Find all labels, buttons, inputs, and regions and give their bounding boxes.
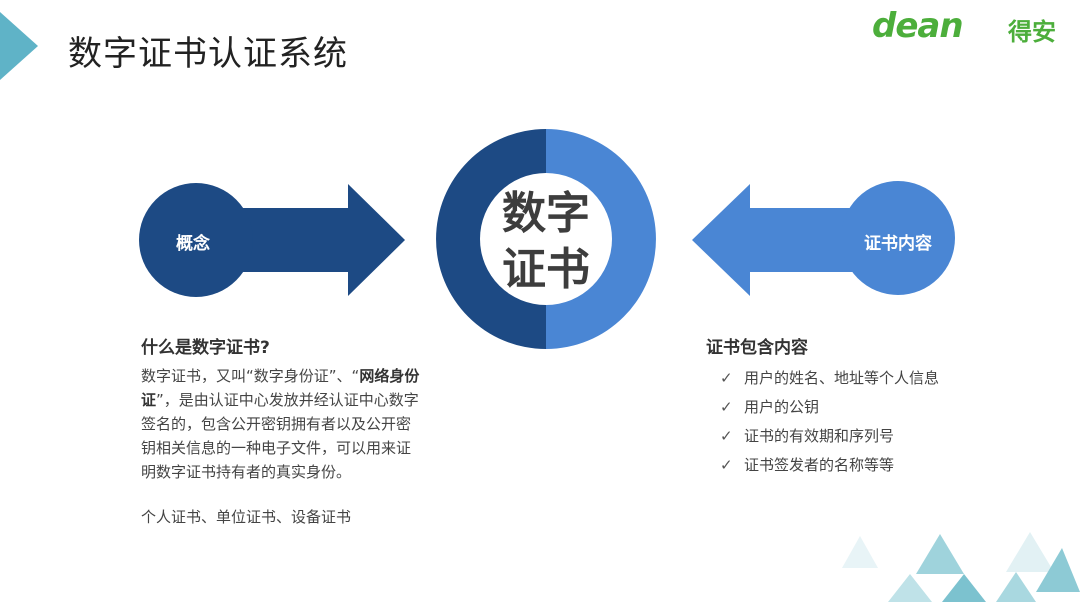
slide-title: 数字证书认证系统 bbox=[68, 34, 348, 74]
logo-text-en: dean bbox=[872, 6, 964, 46]
content-heading: 证书包含内容 bbox=[706, 338, 808, 358]
right-content-arrow bbox=[692, 181, 955, 296]
list-item: ✓ 证书的有效期和序列号 bbox=[720, 424, 939, 453]
center-ring bbox=[436, 129, 656, 349]
left-concept-arrow bbox=[139, 183, 405, 297]
list-item-text: 用户的公钥 bbox=[744, 398, 820, 416]
concept-bubble-label: 概念 bbox=[176, 234, 210, 254]
content-bubble-label: 证书内容 bbox=[864, 234, 932, 254]
definition-bold-term: 网络身份证 bbox=[141, 367, 420, 409]
center-line-2: 证书 bbox=[502, 244, 590, 295]
list-item-text: 证书签发者的名称等等 bbox=[744, 456, 895, 474]
corner-triangle-accent bbox=[0, 12, 38, 80]
check-icon: ✓ bbox=[720, 369, 733, 387]
list-item-text: 用户的姓名、地址等个人信息 bbox=[744, 369, 940, 387]
what-is-heading: 什么是数字证书? bbox=[141, 338, 270, 358]
check-icon: ✓ bbox=[720, 398, 733, 416]
center-line-1: 数字 bbox=[502, 188, 590, 239]
center-ring-label: 数字 证书 bbox=[490, 186, 602, 298]
check-icon: ✓ bbox=[720, 456, 733, 474]
check-icon: ✓ bbox=[720, 427, 733, 445]
list-item: ✓ 用户的姓名、地址等个人信息 bbox=[720, 366, 939, 395]
list-item: ✓ 用户的公钥 bbox=[720, 395, 939, 424]
logo-text-cn: 得安 bbox=[1008, 18, 1056, 46]
definition-text-b: ”，是由认证中心发放并经认证中心数字签名的，包含公开密钥拥有者以及公开密钥相关信… bbox=[141, 391, 419, 481]
list-item-text: 证书的有效期和序列号 bbox=[744, 427, 895, 445]
company-logo: dean 得安 bbox=[872, 6, 1072, 46]
definition-paragraph: 数字证书，又叫“数字身份证”、“网络身份证”，是由认证中心发放并经认证中心数字签… bbox=[141, 364, 421, 484]
decorative-triangles bbox=[842, 532, 1080, 602]
content-check-list: ✓ 用户的姓名、地址等个人信息 ✓ 用户的公钥 ✓ 证书的有效期和序列号 ✓ 证书签发者… bbox=[720, 366, 939, 482]
list-item: ✓ 证书签发者的名称等等 bbox=[720, 453, 939, 482]
certificate-types: 个人证书、单位证书、设备证书 bbox=[141, 508, 352, 526]
definition-text-a: 数字证书，又叫“数字身份证”、“ bbox=[141, 367, 360, 385]
